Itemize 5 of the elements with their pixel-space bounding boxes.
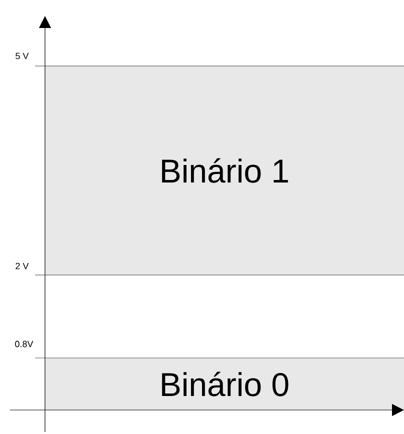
voltage-label: 2 V xyxy=(16,262,29,270)
voltage-label: 5 V xyxy=(16,52,29,60)
level-band: Binário 0 xyxy=(45,358,404,410)
level-band: Binário 1 xyxy=(45,66,404,275)
voltage-label: 0.8V xyxy=(15,340,34,348)
